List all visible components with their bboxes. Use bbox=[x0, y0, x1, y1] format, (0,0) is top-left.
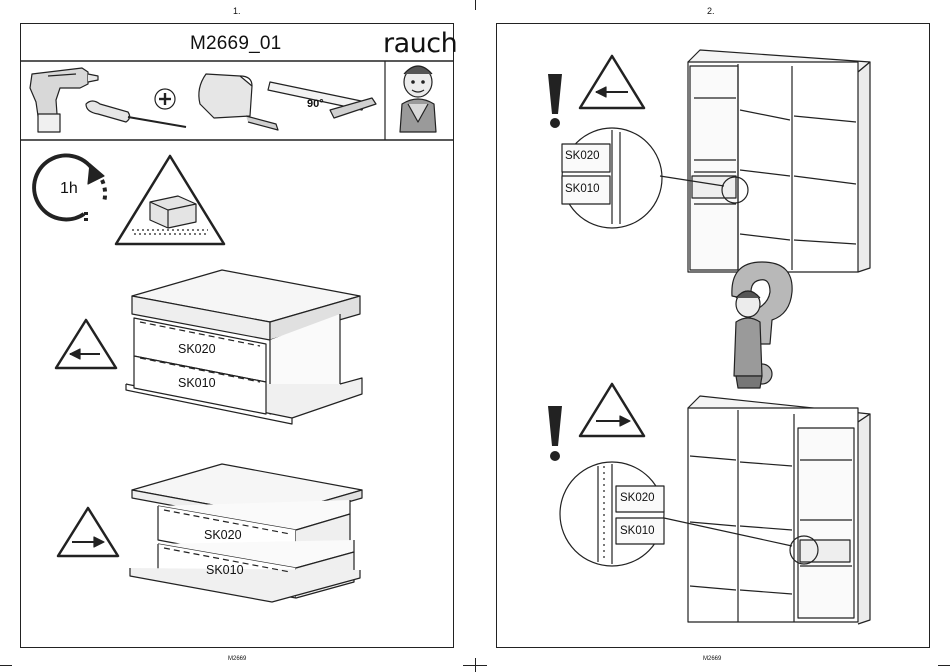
zoom-label-top-2: SK020 bbox=[620, 492, 655, 504]
warning-exclamation-icon bbox=[548, 74, 562, 461]
zoom-label-top-1: SK020 bbox=[565, 150, 600, 162]
floor-protection-icon bbox=[116, 156, 224, 244]
mascot-figure bbox=[400, 66, 436, 132]
cabinet-illustration-top bbox=[126, 270, 362, 424]
arrow-right-triangle-icon bbox=[58, 508, 118, 556]
zoom-label-bottom-1: SK010 bbox=[565, 183, 600, 195]
wardrobe-illustration-bottom bbox=[688, 396, 870, 624]
square-angle-label: 90° bbox=[307, 98, 324, 110]
arrow-left-triangle-icon bbox=[580, 56, 644, 108]
drawer-label-top-1: SK020 bbox=[178, 342, 216, 356]
wardrobe-illustration-top bbox=[688, 50, 870, 272]
time-estimate: 1h bbox=[60, 180, 78, 198]
drill-icon bbox=[30, 68, 98, 132]
tape-measure-icon bbox=[199, 74, 278, 130]
drawer-label-bottom-1: SK010 bbox=[178, 376, 216, 390]
phillips-head-icon bbox=[155, 89, 175, 109]
arrow-right-triangle-icon bbox=[580, 384, 644, 436]
mascot-thinking-figure bbox=[732, 262, 792, 388]
drawer-label-bottom-2: SK010 bbox=[206, 563, 244, 577]
cabinet-illustration-bottom bbox=[130, 464, 362, 602]
arrow-left-triangle-icon bbox=[56, 320, 116, 368]
drawer-label-top-2: SK020 bbox=[204, 528, 242, 542]
zoom-label-bottom-2: SK010 bbox=[620, 525, 655, 537]
